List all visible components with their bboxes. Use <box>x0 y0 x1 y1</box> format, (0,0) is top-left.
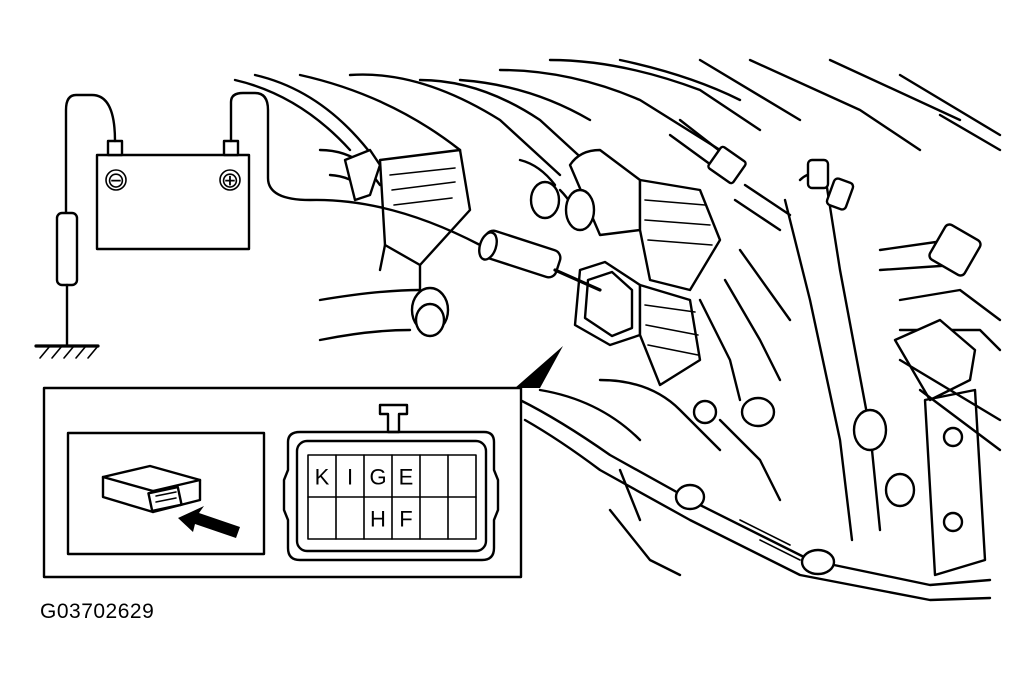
connector-pin: F <box>399 507 412 532</box>
negative-lead <box>55 93 117 347</box>
connector-pins-top-row: K I G E <box>315 465 414 490</box>
ecu-inset <box>66 431 266 556</box>
connector-pin: K <box>315 465 330 490</box>
battery-positive-label: ⊕ <box>221 168 239 193</box>
connector-pins-bottom-row: H F <box>370 507 413 532</box>
connector-pin: E <box>399 465 414 490</box>
arrow-icon <box>178 506 240 538</box>
positive-lead <box>229 91 602 292</box>
connector-face <box>282 403 500 562</box>
connector-pin: G <box>369 465 386 490</box>
engine-illustration <box>233 58 1002 602</box>
figure-code: G03702629 <box>40 600 155 623</box>
connector-pin: H <box>370 507 386 532</box>
battery-negative-label: ⊖ <box>107 168 125 193</box>
connector-pin: I <box>347 465 353 490</box>
ground-icon <box>34 344 100 359</box>
battery-icon <box>95 139 251 251</box>
